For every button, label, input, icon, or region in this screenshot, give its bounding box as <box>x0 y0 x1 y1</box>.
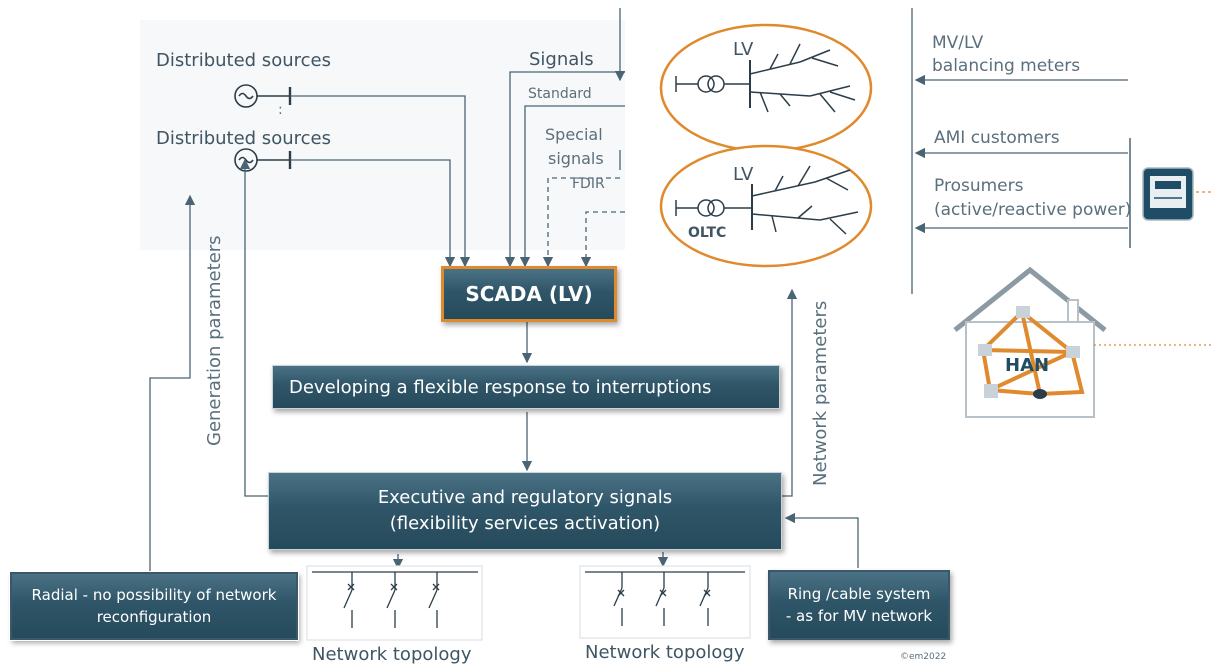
topology-left-switches <box>306 565 483 641</box>
oltc-label: OLTC <box>688 225 727 241</box>
mv-lv-meters-label-1: MV/LV <box>932 33 984 53</box>
sources-ellipsis: : <box>278 102 283 118</box>
lv-network-ellipse-bottom <box>659 144 873 268</box>
flexible-response-box: Developing a flexible response to interr… <box>272 365 780 409</box>
lv-label-bottom: LV <box>733 164 754 185</box>
network-topology-label-left: Network topology <box>312 644 472 665</box>
ami-customers-label: AMI customers <box>934 128 1060 148</box>
executive-signals-line-2: (flexibility services activation) <box>389 513 661 534</box>
mv-lv-meters-label-2: balancing meters <box>932 56 1081 76</box>
copyright-label: ©em2022 <box>900 652 947 662</box>
background-panel <box>140 20 625 250</box>
ring-system-box: Ring /cable system - as for MV network <box>768 570 950 640</box>
special-signal-connectors <box>542 177 625 268</box>
transformer-tree-bottom <box>675 165 859 235</box>
han-house <box>953 266 1107 418</box>
generation-parameters-label: Generation parameters <box>204 235 225 446</box>
special-signals-label-1: Special <box>545 125 603 144</box>
standard-signal-label: Standard <box>528 86 592 102</box>
network-topology-label-right: Network topology <box>585 642 745 663</box>
ring-line-2: - as for MV network <box>785 607 933 625</box>
transformer-tree-top <box>675 43 856 113</box>
input-arrows <box>914 74 1128 234</box>
executive-signals-line-1: Executive and regulatory signals <box>377 487 673 508</box>
prosumers-label-2: (active/reactive power) <box>934 200 1132 220</box>
han-label: HAN <box>1005 355 1050 376</box>
ring-line-1: Ring /cable system <box>787 585 931 603</box>
radial-system-box: Radial - no possibility of network recon… <box>9 571 299 641</box>
network-parameters-label: Network parameters <box>810 300 831 486</box>
prosumers-label-1: Prosumers <box>934 176 1024 196</box>
topology-right-switches <box>579 565 751 639</box>
radial-line-1: Radial - no possibility of network <box>31 586 277 604</box>
generator-symbol-bottom <box>234 148 292 172</box>
distributed-sources-label-bottom: Distributed sources <box>156 128 331 149</box>
special-signals-label-2: signals <box>548 149 604 168</box>
source-connectors <box>290 95 471 268</box>
scada-box: SCADA (LV) <box>441 266 617 322</box>
signals-title: Signals <box>529 49 594 70</box>
distributed-sources-label-top: Distributed sources <box>156 50 331 71</box>
flow-connectors <box>149 158 859 572</box>
lv-label-top: LV <box>733 39 754 60</box>
radial-line-2: reconfiguration <box>96 608 212 626</box>
smart-meter-device <box>1142 167 1194 221</box>
fdir-label: FDIR <box>572 176 605 192</box>
executive-signals-box: Executive and regulatory signals (flexib… <box>268 472 782 550</box>
signal-connectors <box>504 8 626 268</box>
